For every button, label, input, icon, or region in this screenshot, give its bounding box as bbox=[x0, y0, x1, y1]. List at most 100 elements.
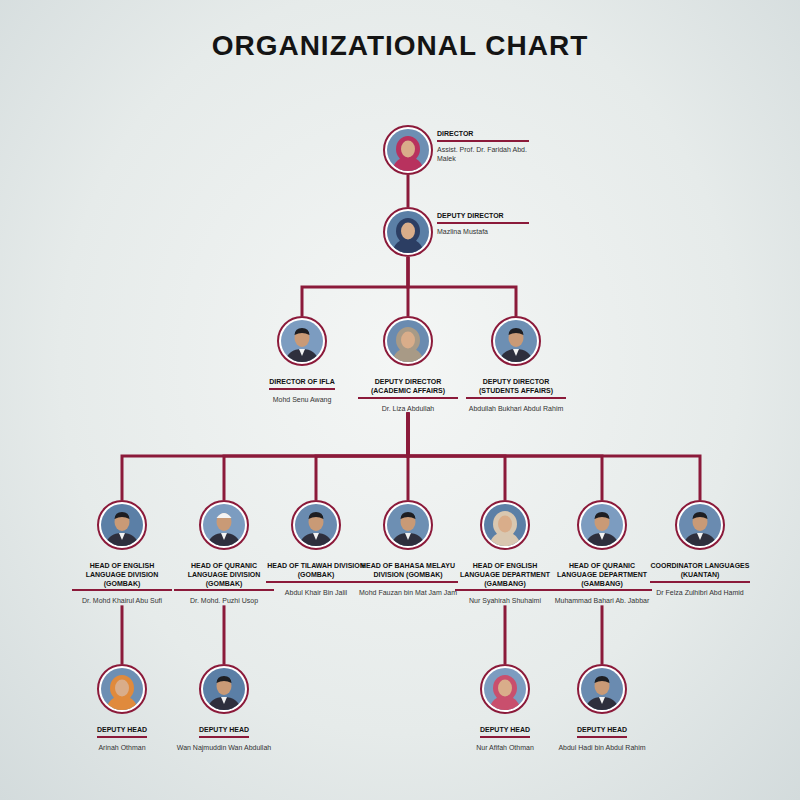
person-node: COORDINATOR LANGUAGES (KUANTAN)Dr Felza … bbox=[650, 500, 750, 597]
text-group: HEAD OF TILAWAH DIVISION (GOMBAK) Abdul K… bbox=[266, 550, 366, 597]
portrait-ring bbox=[383, 125, 433, 175]
person-name: Mazlina Mustafa bbox=[437, 227, 529, 236]
position-title: DEPUTY HEAD bbox=[199, 726, 249, 738]
shoulders bbox=[585, 697, 619, 710]
text-group: DEPUTY DIRECTOR (STUDENTS AFFAIRS) Abdull… bbox=[466, 366, 566, 413]
person-node: DIRECTOR Assist. Prof. Dr. Faridah Abd. M… bbox=[383, 125, 529, 175]
position-title: HEAD OF ENGLISH LANGUAGE DEPARTMENT (GAM… bbox=[455, 562, 555, 591]
shoulders bbox=[585, 533, 619, 546]
portrait-ground bbox=[281, 320, 323, 362]
hair bbox=[595, 512, 610, 519]
position-title: HEAD OF QURANIC LANGUAGE DIVISION (GOMBA… bbox=[174, 562, 274, 591]
portrait-ring bbox=[199, 500, 249, 550]
text-group: HEAD OF QURANIC LANGUAGE DEPARTMENT (GAM… bbox=[552, 550, 652, 605]
position-title: HEAD OF TILAWAH DIVISION (GOMBAK) bbox=[266, 562, 366, 583]
text-group: HEAD OF ENGLISH LANGUAGE DEPARTMENT (GAM… bbox=[455, 550, 555, 605]
position-title: DEPUTY HEAD bbox=[480, 726, 530, 738]
portrait-ground bbox=[387, 129, 429, 171]
person-node: DEPUTY HEADAbdul Hadi bin Abdul Rahim bbox=[552, 664, 652, 752]
person-name: Nur Syahirah Shuhaimi bbox=[455, 596, 555, 605]
org-connector bbox=[407, 175, 410, 207]
portrait-photo bbox=[387, 211, 429, 253]
shoulders bbox=[499, 349, 533, 362]
org-connector bbox=[224, 413, 408, 500]
hair bbox=[217, 513, 232, 518]
org-connector bbox=[121, 605, 124, 664]
face bbox=[401, 332, 415, 349]
portrait-icon bbox=[484, 668, 526, 710]
shoulders bbox=[299, 533, 333, 546]
face bbox=[498, 516, 512, 533]
org-connector bbox=[302, 257, 408, 316]
person-name: Abdul Khair Bin Jalil bbox=[266, 588, 366, 597]
person-name: Wan Najmuddin Wan Abdullah bbox=[174, 743, 274, 752]
face bbox=[115, 680, 129, 697]
portrait-icon bbox=[387, 320, 429, 362]
shoulders bbox=[392, 348, 424, 362]
face bbox=[401, 513, 416, 531]
face bbox=[295, 329, 310, 347]
face bbox=[115, 513, 130, 531]
portrait-ring bbox=[277, 316, 327, 366]
position-title: DEPUTY HEAD bbox=[577, 726, 627, 738]
collar bbox=[221, 533, 227, 540]
face bbox=[217, 677, 232, 695]
person-node: DEPUTY HEADNur Afifah Othman bbox=[455, 664, 555, 752]
portrait-photo bbox=[101, 504, 143, 546]
person-node: HEAD OF TILAWAH DIVISION (GOMBAK) Abdul K… bbox=[266, 500, 366, 597]
person-name: Abdullah Bukhari Abdul Rahim bbox=[466, 404, 566, 413]
portrait-ring bbox=[491, 316, 541, 366]
portrait-photo bbox=[387, 320, 429, 362]
portrait-ring bbox=[97, 500, 147, 550]
person-node: DEPUTY DIRECTORMazlina Mustafa bbox=[383, 207, 529, 257]
person-node: HEAD OF BAHASA MELAYU DIVISION (GOMBAK)M… bbox=[358, 500, 458, 597]
hair bbox=[309, 512, 324, 519]
face bbox=[595, 513, 610, 531]
position-title: COORDINATOR LANGUAGES (KUANTAN) bbox=[650, 562, 750, 583]
position-title: HEAD OF QURANIC LANGUAGE DEPARTMENT (GAM… bbox=[552, 562, 652, 591]
portrait-icon bbox=[101, 668, 143, 710]
portrait-photo bbox=[581, 668, 623, 710]
shoulders bbox=[489, 532, 521, 546]
position-title: DEPUTY DIRECTOR (STUDENTS AFFAIRS) bbox=[466, 378, 566, 399]
text-group: DEPUTY DIRECTORMazlina Mustafa bbox=[437, 207, 529, 236]
person-node: HEAD OF QURANIC LANGUAGE DIVISION (GOMBA… bbox=[174, 500, 274, 605]
portrait-icon bbox=[387, 129, 429, 171]
shoulders bbox=[392, 239, 424, 253]
collar bbox=[599, 697, 605, 704]
hair bbox=[217, 676, 232, 683]
person-name: Dr. Liza Abdullah bbox=[358, 404, 458, 413]
portrait-ring bbox=[577, 664, 627, 714]
portrait-icon bbox=[295, 504, 337, 546]
portrait-photo bbox=[484, 504, 526, 546]
position-title: HEAD OF BAHASA MELAYU DIVISION (GOMBAK) bbox=[358, 562, 458, 583]
portrait-ring bbox=[383, 500, 433, 550]
text-group: DIRECTOR Assist. Prof. Dr. Faridah Abd. M… bbox=[437, 125, 529, 163]
person-node: DEPUTY DIRECTOR (STUDENTS AFFAIRS) Abdull… bbox=[466, 316, 566, 413]
collar bbox=[405, 533, 411, 540]
position-title: DIRECTOR bbox=[437, 130, 529, 142]
portrait-icon bbox=[581, 504, 623, 546]
portrait-ground bbox=[581, 504, 623, 546]
face bbox=[509, 329, 524, 347]
portrait-ring bbox=[480, 664, 530, 714]
position-title: DEPUTY DIRECTOR (ACADEMIC AFFAIRS) bbox=[358, 378, 458, 399]
person-node: DEPUTY HEAD Wan Najmuddin Wan Abdullah bbox=[174, 664, 274, 752]
org-connector bbox=[223, 605, 226, 664]
person-name: Assist. Prof. Dr. Faridah Abd. Malek bbox=[437, 145, 529, 163]
portrait-icon bbox=[281, 320, 323, 362]
position-title: DIRECTOR OF IFLA bbox=[269, 378, 335, 390]
face bbox=[595, 677, 610, 695]
portrait-ring bbox=[199, 664, 249, 714]
person-name: Mohd Senu Awang bbox=[252, 395, 352, 404]
portrait-icon bbox=[203, 668, 245, 710]
portrait-photo bbox=[203, 668, 245, 710]
org-connector bbox=[504, 605, 507, 664]
collar bbox=[299, 349, 305, 356]
hair bbox=[693, 512, 708, 519]
shoulders bbox=[207, 533, 241, 546]
portrait-ground bbox=[101, 504, 143, 546]
portrait-ring bbox=[97, 664, 147, 714]
collar bbox=[221, 697, 227, 704]
